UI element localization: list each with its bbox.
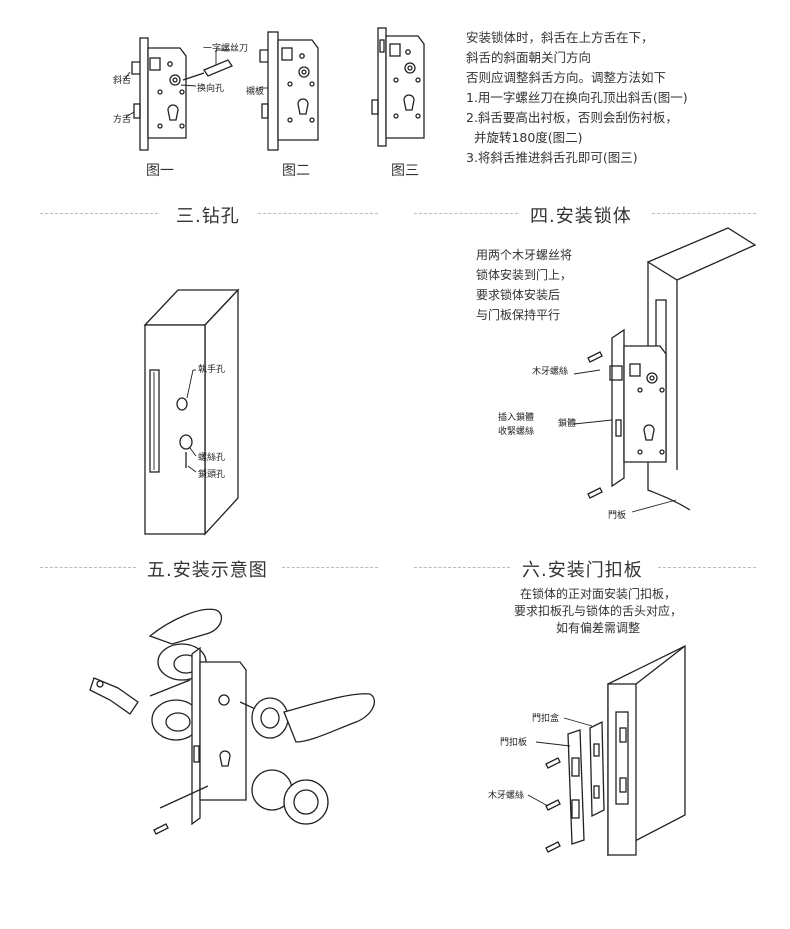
label-deadbolt: 方舌 — [113, 115, 132, 125]
label-latch: 斜舌 — [113, 76, 132, 86]
install-body-text: 用两个木牙螺丝将 锁体安装到门上， 要求锁体安装后 与门板保持平行 — [476, 245, 572, 325]
label-door: 門板 — [608, 511, 627, 521]
title-divider — [414, 213, 518, 214]
label-wood-screw-strike: 木牙螺絲 — [488, 791, 525, 801]
title-divider — [282, 567, 378, 568]
title-divider — [258, 213, 378, 214]
text-line: 要求扣板孔与锁体的舌头对应， — [513, 604, 682, 618]
instruction-line: 否则应调整斜舌方向。调整方法如下 — [466, 70, 667, 85]
instruction-line: 2.斜舌要高出衬板，否则会刮伤衬板， — [466, 110, 678, 125]
figure-2-caption: 图二 — [282, 163, 310, 179]
section-title-install-body: 四.安装锁体 — [530, 206, 632, 227]
title-divider — [40, 213, 158, 214]
label-reverse-hole: 换向孔 — [197, 84, 225, 94]
instruction-line: 1.用一字螺丝刀在换向孔顶出斜舌(图一) — [466, 90, 688, 105]
instruction-text: 安装锁体时，斜舌在上方舌在下， 斜舌的斜面朝关门方向 否则应调整斜舌方向。调整方… — [466, 28, 688, 168]
instruction-line: 并旋转180度(图二) — [466, 130, 583, 145]
text-line: 与门板保持平行 — [476, 308, 561, 322]
instruction-line: 安装锁体时，斜舌在上方舌在下， — [466, 30, 654, 45]
label-lining: 襯板 — [246, 87, 265, 97]
label-wood-screw: 木牙螺絲 — [532, 367, 569, 377]
label-screwdriver: 一字螺丝刀 — [203, 44, 249, 54]
text-line: 用两个木牙螺丝将 — [476, 248, 573, 262]
label-cylinder-hole: 鎖頭孔 — [198, 470, 226, 480]
label-lock-body: 鎖體 — [558, 419, 577, 429]
label-tighten-screw: 收緊螺絲 — [498, 427, 535, 437]
figure-3-caption: 图三 — [391, 163, 419, 179]
section-title-strike: 六.安装门扣板 — [522, 560, 643, 581]
label-screw-hole: 螺絲孔 — [198, 453, 226, 463]
title-divider — [658, 567, 756, 568]
text-line: 在锁体的正对面安装门扣板， — [519, 587, 676, 601]
label-insert-body: 插入鎖體 — [498, 413, 535, 423]
text-line: 锁体安装到门上， — [476, 268, 573, 282]
title-divider — [40, 567, 136, 568]
strike-text: 在锁体的正对面安装门扣板， 要求扣板孔与锁体的舌头对应， 如有偏差需调整 — [488, 586, 708, 637]
section-title-diagram: 五.安装示意图 — [147, 560, 268, 581]
instruction-line: 斜舌的斜面朝关门方向 — [466, 50, 592, 65]
section-title-drill: 三.钻孔 — [176, 206, 240, 227]
text-line: 要求锁体安装后 — [476, 288, 561, 302]
label-strike-plate: 門扣板 — [500, 738, 528, 748]
figure-1-caption: 图一 — [146, 163, 174, 179]
title-divider — [652, 213, 756, 214]
title-divider — [414, 567, 510, 568]
label-strike-box: 門扣盒 — [532, 714, 560, 724]
text-line: 如有偏差需调整 — [555, 621, 640, 635]
label-handle-hole: 執手孔 — [198, 365, 226, 375]
instruction-line: 3.将斜舌推进斜舌孔即可(图三) — [466, 150, 638, 165]
